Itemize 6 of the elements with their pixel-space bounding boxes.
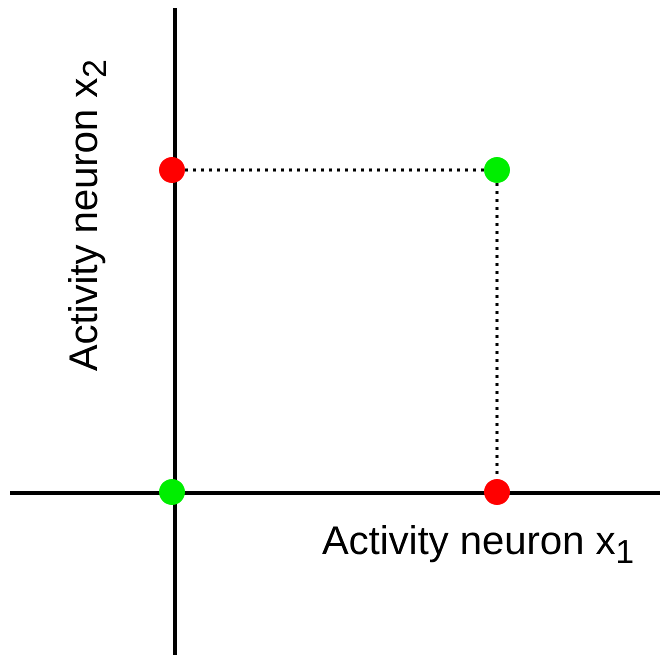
dotted-line xyxy=(185,168,484,172)
axis-label: Activity neuron x$_{1}$ xyxy=(322,521,634,570)
data-point xyxy=(159,157,185,183)
data-point xyxy=(159,479,185,505)
data-point xyxy=(484,479,510,505)
data-point xyxy=(484,157,510,183)
